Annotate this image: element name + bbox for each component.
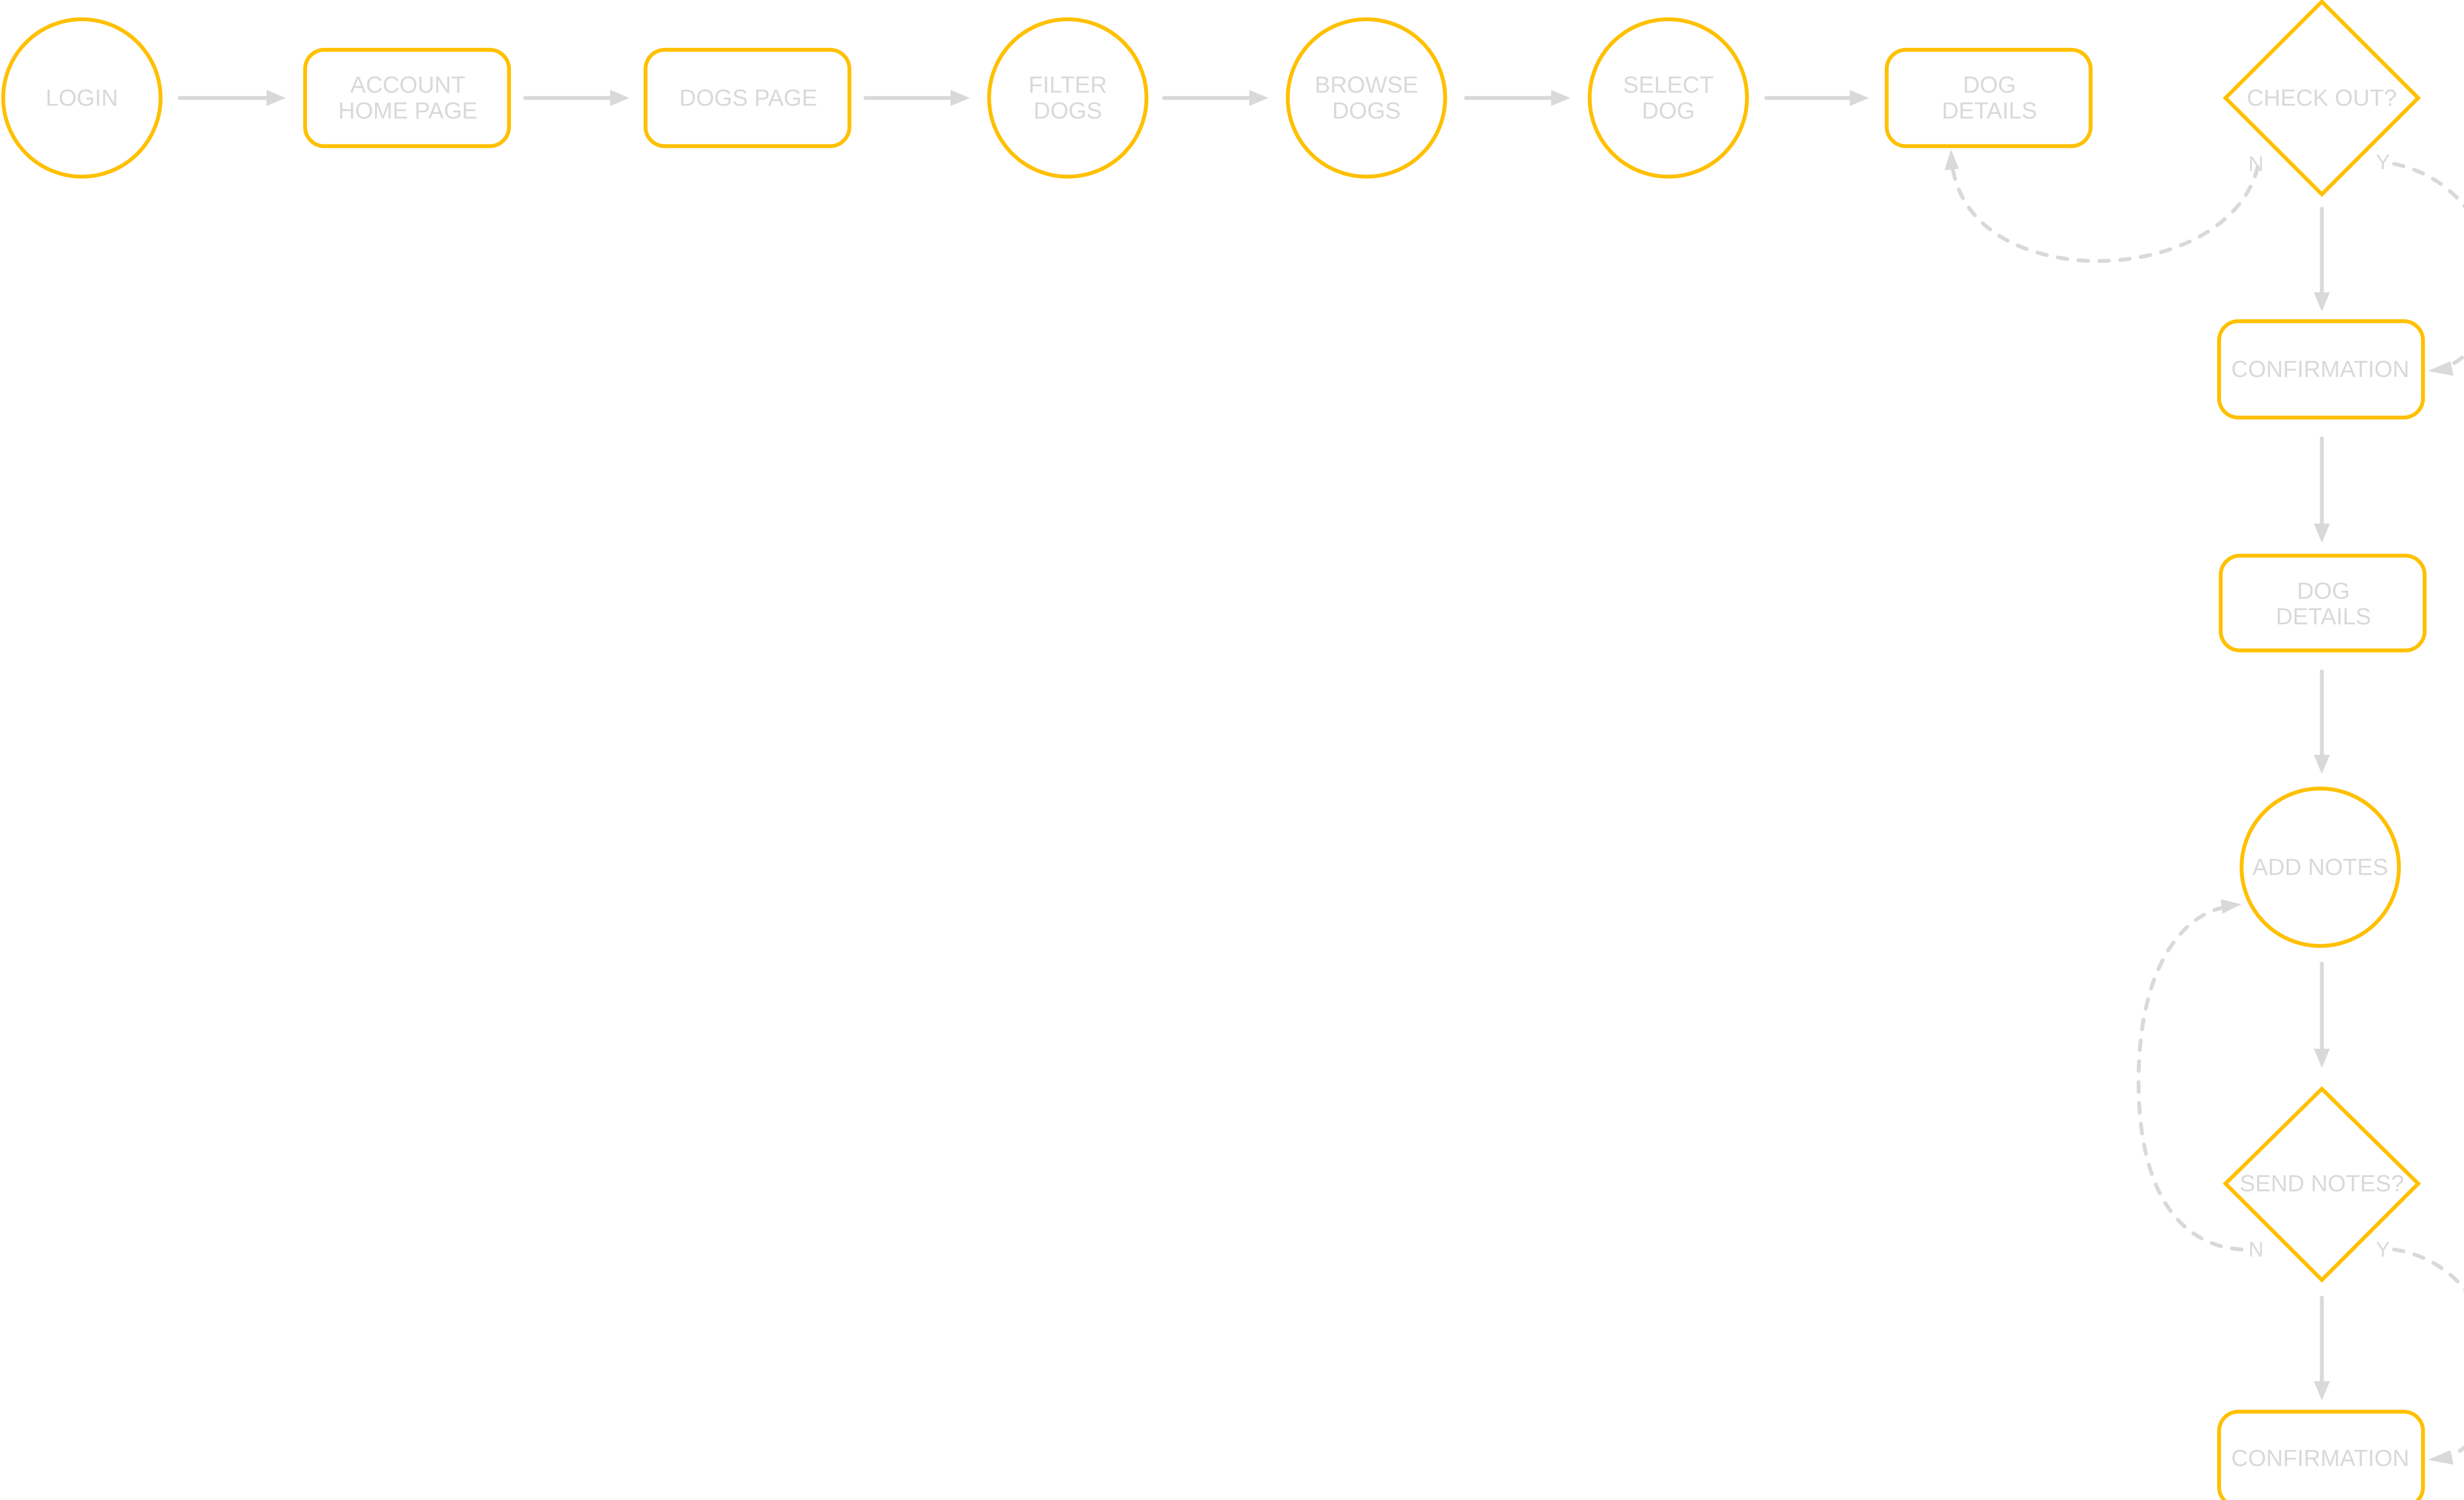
- node-label: SELECT: [1623, 72, 1714, 98]
- browse-dogs-circle: [1286, 17, 1447, 179]
- node-label: DOG: [1963, 72, 2016, 98]
- arrowhead-icon: [2314, 754, 2330, 774]
- node-dog-details-1[interactable]: DOG DETAILS: [1884, 48, 2093, 148]
- check-out-yes-label: Y: [2376, 151, 2390, 174]
- send-notes-diamond: [2223, 1086, 2421, 1283]
- arrowhead-icon: [2314, 523, 2330, 543]
- node-label: ACCOUNT: [350, 72, 466, 98]
- node-label: FILTER: [1028, 72, 1107, 98]
- arrowhead-icon: [1551, 90, 1571, 106]
- check-out-no-label: N: [2249, 152, 2264, 175]
- node-dog-details-2[interactable]: DOG DETAILS: [2219, 553, 2427, 652]
- node-label: DETAILS: [1942, 98, 2037, 124]
- node-confirmation-2[interactable]: CONFIRMATION: [2217, 1409, 2425, 1500]
- edge-send-notes-no-to-add-notes: [2136, 905, 2244, 1252]
- node-label: SEND NOTES?: [2240, 1170, 2404, 1196]
- arrowhead-icon: [2314, 292, 2330, 312]
- arrowhead-icon: [2314, 1049, 2330, 1068]
- node-label: DOGS: [1033, 98, 1102, 124]
- check-out-diamond: [2223, 0, 2421, 197]
- arrowhead-icon: [2314, 1381, 2330, 1400]
- select-dog-circle: [1587, 17, 1749, 179]
- edge-send-notes-yes-to-confirmation: [2392, 1247, 2464, 1461]
- add-notes-circle: [2239, 786, 2401, 948]
- node-select-dog[interactable]: SELECT DOG: [1587, 17, 1749, 179]
- node-login[interactable]: LOGIN: [1, 17, 163, 179]
- node-label: CONFIRMATION: [2231, 356, 2409, 382]
- account-home-page-box: [303, 48, 511, 148]
- connectors: [178, 90, 2464, 1465]
- node-label: DOG: [2297, 578, 2350, 604]
- send-notes-yes-label: Y: [2376, 1238, 2390, 1261]
- arrowhead-icon: [1249, 90, 1269, 106]
- arrowhead-icon: [2428, 361, 2454, 376]
- arrowhead-icon: [610, 90, 630, 106]
- node-label: LOGIN: [46, 85, 118, 111]
- arrowhead-icon: [2221, 899, 2242, 914]
- arrowhead-icon: [1944, 149, 1959, 170]
- node-label: CHECK OUT?: [2247, 85, 2397, 111]
- filter-dogs-circle: [987, 17, 1149, 179]
- confirmation-box: [2217, 1409, 2425, 1500]
- arrowhead-icon: [950, 90, 970, 106]
- arrowhead-icon: [266, 90, 286, 106]
- node-label: DETAILS: [2276, 604, 2371, 630]
- node-add-notes[interactable]: ADD NOTES: [2239, 786, 2401, 948]
- node-check-out-decision[interactable]: CHECK OUT?: [2223, 0, 2421, 197]
- login-circle: [1, 17, 163, 179]
- node-confirmation-1[interactable]: CONFIRMATION: [2217, 319, 2425, 420]
- edge-check-out-no-to-dog-details: [1951, 165, 2260, 263]
- node-label: DOGS PAGE: [679, 85, 817, 111]
- node-label: CONFIRMATION: [2231, 1445, 2409, 1471]
- node-filter-dogs[interactable]: FILTER DOGS: [987, 17, 1149, 179]
- dog-details-box: [1884, 48, 2093, 148]
- node-account-home-page[interactable]: ACCOUNT HOME PAGE: [303, 48, 511, 148]
- node-label: DOG: [1642, 98, 1695, 124]
- node-label: BROWSE: [1315, 72, 1418, 98]
- dogs-page-box: [643, 48, 852, 148]
- confirmation-box: [2217, 319, 2425, 420]
- node-label: ADD NOTES: [2252, 854, 2388, 880]
- node-label: HOME PAGE: [338, 98, 478, 124]
- node-label: DOGS: [1332, 98, 1401, 124]
- node-send-notes-decision[interactable]: SEND NOTES?: [2223, 1086, 2421, 1283]
- dog-details-box: [2219, 553, 2427, 652]
- send-notes-no-label: N: [2249, 1238, 2264, 1261]
- node-browse-dogs[interactable]: BROWSE DOGS: [1286, 17, 1447, 179]
- arrowhead-icon: [2428, 1450, 2454, 1465]
- node-dogs-page[interactable]: DOGS PAGE: [643, 48, 852, 148]
- edge-check-out-yes-to-confirmation: [2392, 162, 2464, 372]
- arrowhead-icon: [1849, 90, 1869, 106]
